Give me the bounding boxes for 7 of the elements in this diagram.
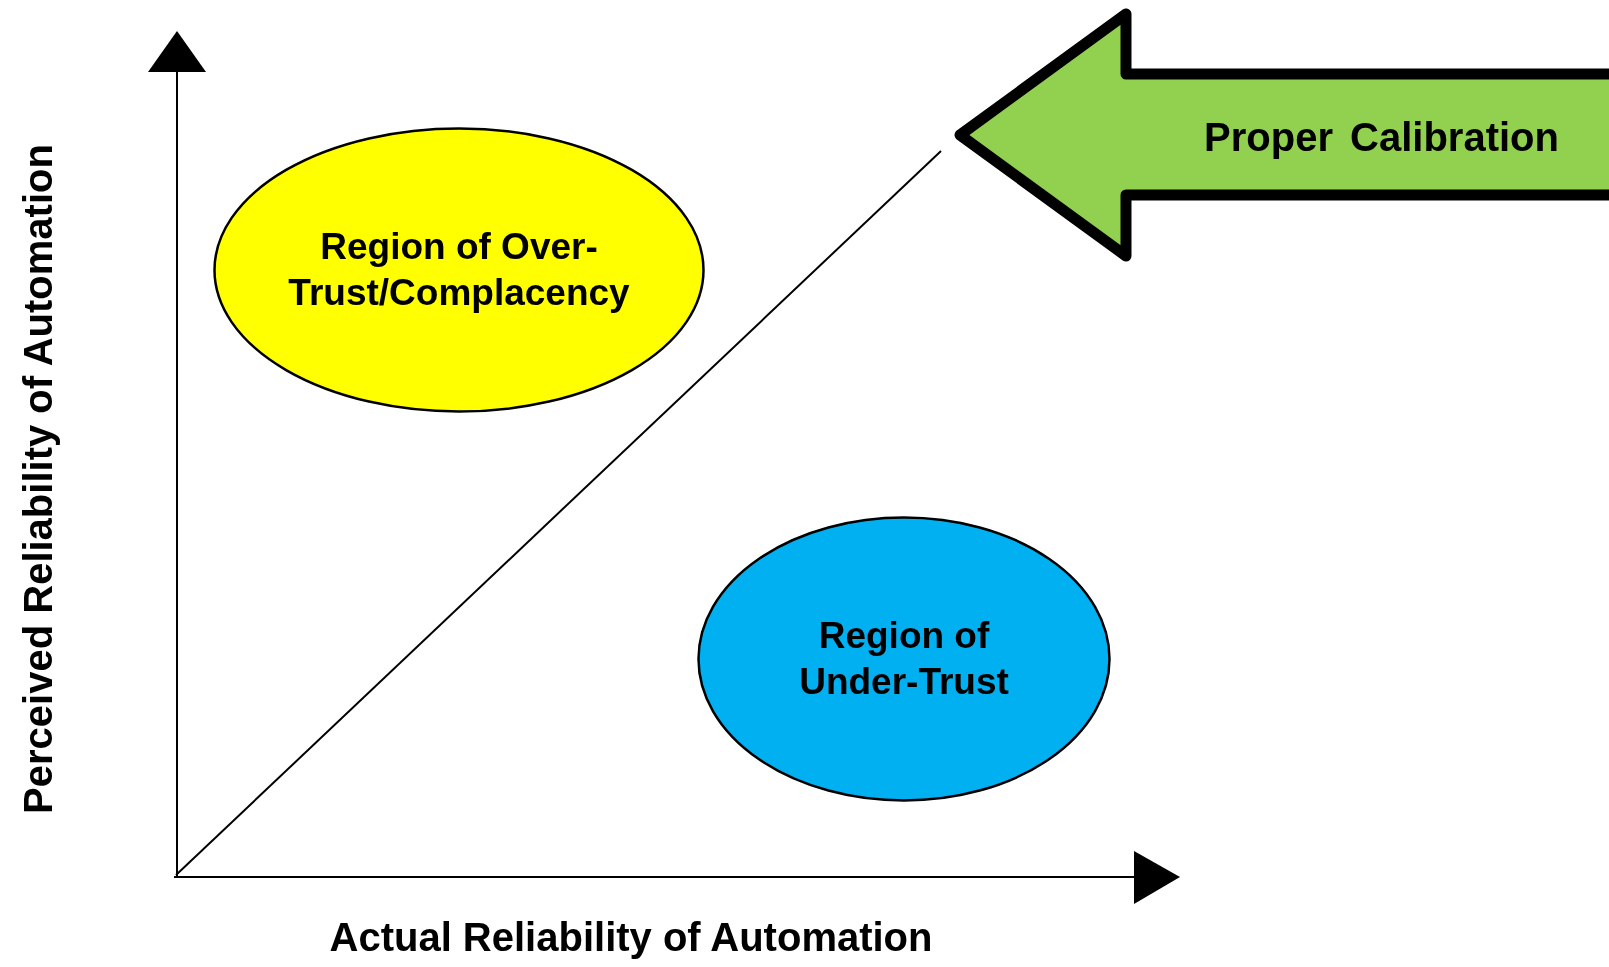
over-trust-ellipse <box>213 127 705 413</box>
region-label: Region of Under-Trust <box>798 613 1010 704</box>
region-label: Region of Over- Trust/Complacency <box>287 224 631 315</box>
y-axis-title: Perceived Reliability of Automation <box>15 144 61 814</box>
x-axis-title: Actual Reliability of Automation <box>329 914 933 960</box>
under-trust-ellipse <box>697 516 1111 802</box>
region-label: Proper Calibration <box>1204 114 1559 161</box>
